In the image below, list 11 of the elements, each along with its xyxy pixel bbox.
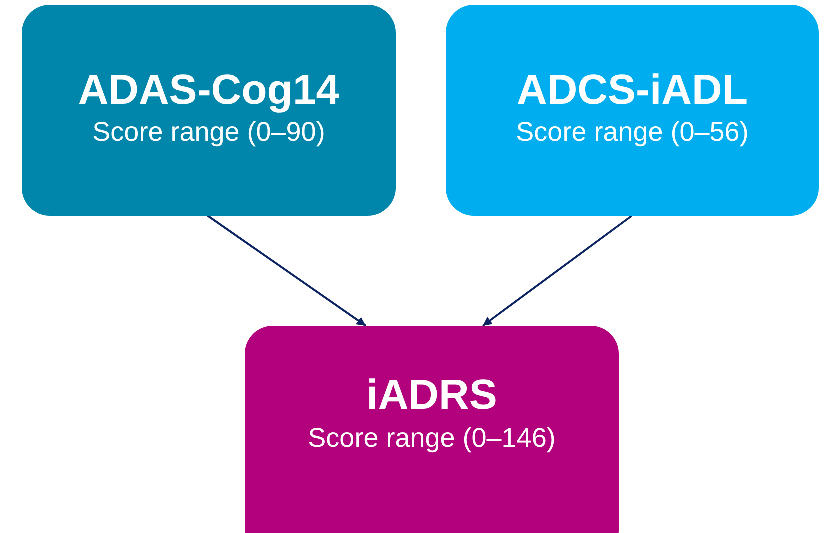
box-heading: iADRS <box>366 372 498 419</box>
rounded-box <box>22 5 396 216</box>
score-range-text: Score range (0–90) <box>92 117 326 148</box>
arrow <box>482 215 633 327</box>
arrow <box>207 215 367 327</box>
score-range-text: Score range (0–56) <box>516 117 749 148</box>
rounded-box <box>245 326 619 533</box>
score-range-text: Score range (0–146) <box>308 422 556 454</box>
box-heading: ADCS-iADL <box>517 66 748 114</box>
rounded-box <box>446 5 819 216</box>
box-heading: ADAS-Cog14 <box>78 66 340 114</box>
